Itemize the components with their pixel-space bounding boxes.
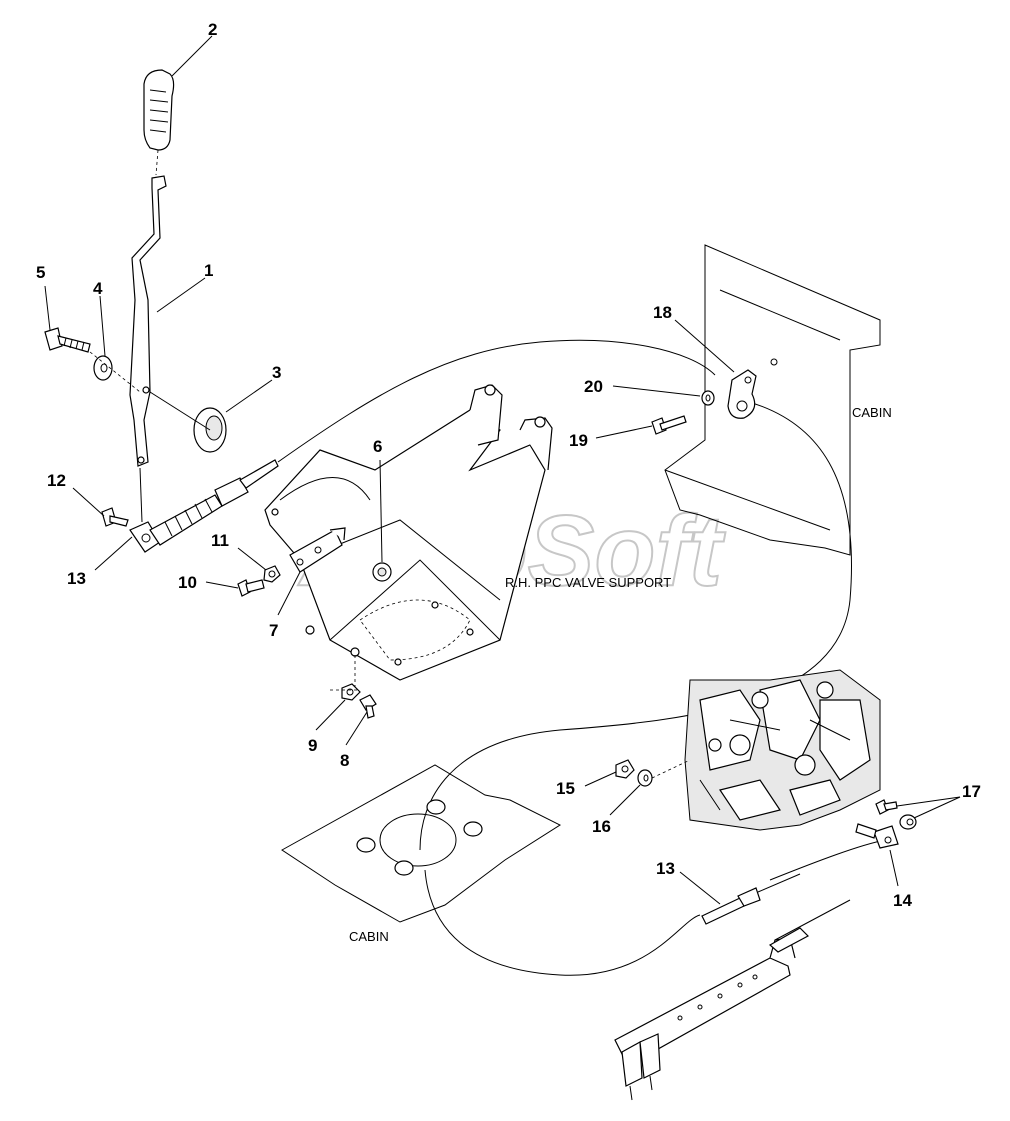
callout-5: 5 [36, 263, 45, 282]
callout-2: 2 [208, 20, 217, 39]
callout-13-lower: 13 [656, 859, 675, 878]
cabin-label-lower: CABIN [349, 929, 389, 944]
callout-11: 11 [211, 531, 229, 550]
cabin-label-upper: CABIN [852, 405, 892, 420]
callout-9: 9 [308, 736, 317, 755]
bolt-8 [359, 694, 377, 719]
callout-16: 16 [592, 817, 611, 836]
bolt-12 [101, 507, 129, 527]
callout-12: 12 [47, 471, 66, 490]
cable-end-13 [129, 459, 279, 553]
callout-18: 18 [653, 303, 672, 322]
callout-6: 6 [373, 437, 382, 456]
callout-4: 4 [93, 279, 103, 298]
callout-7: 7 [269, 621, 278, 640]
lever-knob [143, 69, 175, 151]
callout-1: 1 [204, 261, 213, 280]
washer-16 [637, 769, 653, 787]
cable-end-14 [855, 823, 899, 849]
washer-20 [701, 390, 715, 406]
callout-10: 10 [178, 573, 197, 592]
callout-8: 8 [340, 751, 349, 770]
bolt-17 [875, 799, 898, 815]
nut-9 [341, 683, 361, 701]
callout-20: 20 [584, 377, 603, 396]
washer-4 [89, 351, 141, 393]
callout-13-upper: 13 [67, 569, 86, 588]
nut-15 [615, 759, 635, 779]
nut-11 [263, 565, 281, 583]
bolt-6 [372, 562, 392, 582]
callout-17: 17 [962, 782, 981, 801]
washer-3 [149, 391, 227, 453]
cabin-floor-plate [281, 764, 562, 923]
callout-3: 3 [272, 363, 281, 382]
ppc-valve-block [684, 669, 881, 831]
clip-18 [727, 369, 757, 419]
nut-17 [899, 814, 917, 830]
control-lever [129, 69, 175, 467]
callout-14: 14 [893, 891, 912, 910]
control-cable [277, 339, 716, 463]
clamp-7 [289, 527, 346, 573]
bolt-5 [44, 327, 91, 353]
lever-rod [129, 175, 167, 467]
lower-bracket [614, 899, 851, 1101]
bolt-10 [237, 579, 265, 597]
ppc-valve-support [264, 384, 553, 690]
bolt-19 [651, 415, 687, 435]
support-label: R.H. PPC VALVE SUPPORT [505, 575, 671, 590]
cabin-panel-upper [664, 244, 881, 556]
callout-19: 19 [569, 431, 588, 450]
callout-15: 15 [556, 779, 575, 798]
cable-end-13-lower [701, 873, 801, 925]
